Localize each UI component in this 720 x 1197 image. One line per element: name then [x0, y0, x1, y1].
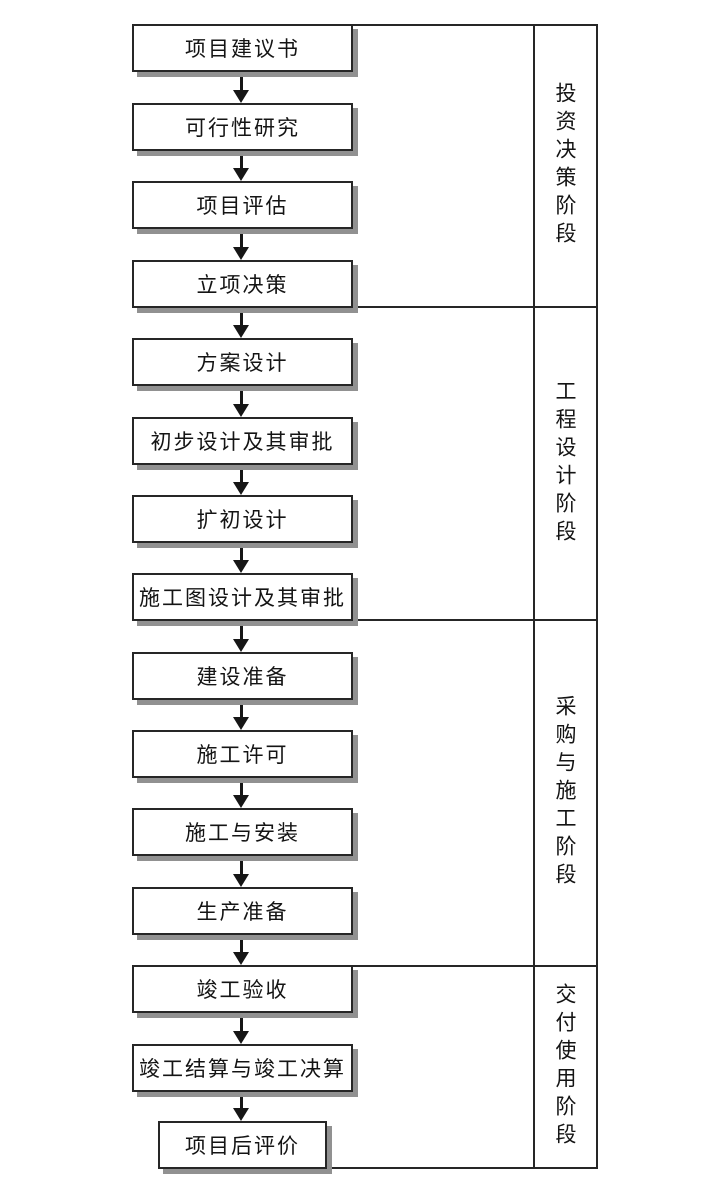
flow-step-box: 竣工验收 [132, 965, 353, 1013]
arrow-down-icon [233, 72, 250, 103]
flow-step-box: 竣工结算与竣工决算 [132, 1044, 353, 1092]
flow-step-box: 立项决策 [132, 260, 353, 308]
flow-step-box: 项目后评价 [158, 1121, 327, 1169]
flow-step-box: 生产准备 [132, 887, 353, 935]
phase-column-inner-line [533, 24, 535, 1169]
phase-column-outer-line [596, 24, 598, 1169]
arrow-down-icon [233, 1013, 250, 1044]
phase-label-text: 工程设计阶段 [553, 379, 577, 548]
arrow-down-icon [233, 1092, 250, 1121]
flow-step-box: 施工图设计及其审批 [132, 573, 353, 621]
flow-step-box: 建设准备 [132, 652, 353, 700]
flow-step-box: 施工与安装 [132, 808, 353, 856]
flow-step-box: 初步设计及其审批 [132, 417, 353, 465]
arrow-down-icon [233, 700, 250, 730]
phase-label-text: 投资决策阶段 [553, 82, 577, 250]
phase-divider [353, 619, 598, 621]
phase-label: 投资决策阶段 [535, 26, 595, 306]
arrow-down-icon [233, 308, 250, 338]
arrow-down-icon [233, 386, 250, 417]
phase-divider [353, 965, 598, 967]
arrow-down-icon [233, 151, 250, 181]
arrow-down-icon [233, 856, 250, 887]
phase-label: 工程设计阶段 [535, 308, 595, 619]
arrow-down-icon [233, 621, 250, 652]
phase-label: 交付使用阶段 [535, 967, 595, 1167]
arrow-down-icon [233, 465, 250, 495]
arrow-down-icon [233, 543, 250, 573]
arrow-down-icon [233, 778, 250, 808]
flow-step-box: 施工许可 [132, 730, 353, 778]
flow-step-box: 方案设计 [132, 338, 353, 386]
phase-divider [353, 306, 598, 308]
phase-label-text: 交付使用阶段 [553, 983, 577, 1151]
flow-step-box: 扩初设计 [132, 495, 353, 543]
phase-divider [353, 24, 598, 26]
flow-step-box: 项目评估 [132, 181, 353, 229]
arrow-down-icon [233, 229, 250, 260]
arrow-down-icon [233, 935, 250, 965]
flow-step-box: 项目建议书 [132, 24, 353, 72]
phase-label-text: 采购与施工阶段 [553, 695, 577, 891]
phase-label: 采购与施工阶段 [535, 621, 595, 965]
flow-step-box: 可行性研究 [132, 103, 353, 151]
phase-divider [325, 1167, 598, 1169]
